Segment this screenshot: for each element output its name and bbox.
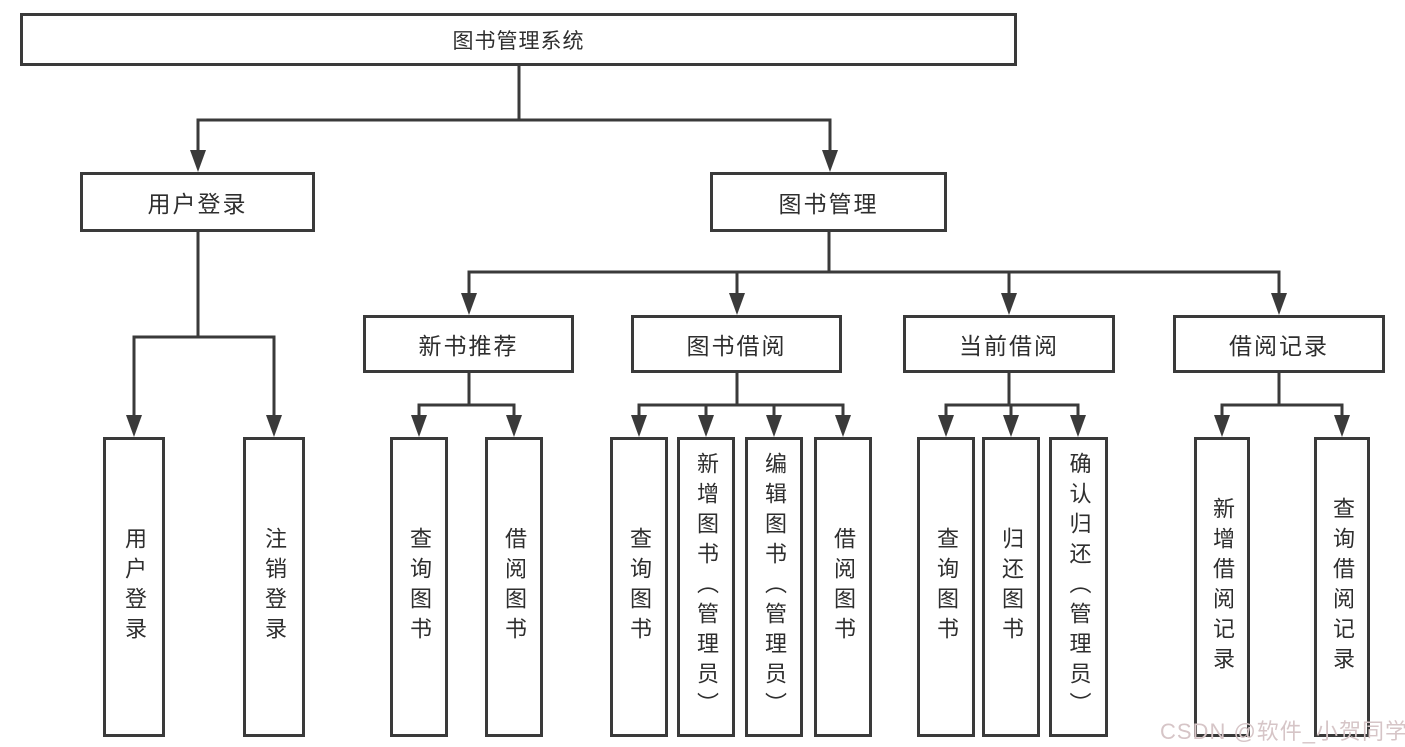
node-leaf-user-login: 用户登录	[103, 437, 165, 737]
connector-book-borrow-children	[631, 373, 851, 437]
csdn-watermark: CSDN @软件_小贺同学	[1160, 719, 1405, 744]
connector-new-book-children	[411, 373, 522, 437]
node-leaf-add-book-admin: 新增图书（管理员）	[677, 437, 735, 737]
node-new-book-recommend: 新书推荐	[363, 315, 574, 373]
node-leaf-confirm-return-admin: 确认归还（管理员）	[1049, 437, 1108, 737]
node-leaf-query-book-2: 查询图书	[610, 437, 668, 737]
node-leaf-edit-book-admin: 编辑图书（管理员）	[745, 437, 803, 737]
node-leaf-borrow-book-1: 借阅图书	[485, 437, 543, 737]
node-current-borrow: 当前借阅	[903, 315, 1115, 373]
connector-book-management-children	[461, 232, 1287, 315]
node-leaf-query-borrow-record: 查询借阅记录	[1314, 437, 1370, 737]
connector-current-borrow-children	[938, 373, 1086, 437]
node-leaf-logout: 注销登录	[243, 437, 305, 737]
node-root-system: 图书管理系统	[20, 13, 1017, 66]
node-leaf-return-book: 归还图书	[982, 437, 1040, 737]
node-user-login: 用户登录	[80, 172, 315, 232]
connector-root-to-level2	[190, 66, 838, 172]
node-book-borrow: 图书借阅	[631, 315, 842, 373]
connector-borrow-record-children	[1214, 373, 1350, 437]
node-leaf-query-book-1: 查询图书	[390, 437, 448, 737]
node-borrow-record: 借阅记录	[1173, 315, 1385, 373]
node-leaf-query-book-3: 查询图书	[917, 437, 975, 737]
node-leaf-borrow-book-2: 借阅图书	[814, 437, 872, 737]
node-book-management: 图书管理	[710, 172, 947, 232]
node-leaf-add-borrow-record: 新增借阅记录	[1194, 437, 1250, 737]
connector-user-login-children	[126, 232, 282, 437]
